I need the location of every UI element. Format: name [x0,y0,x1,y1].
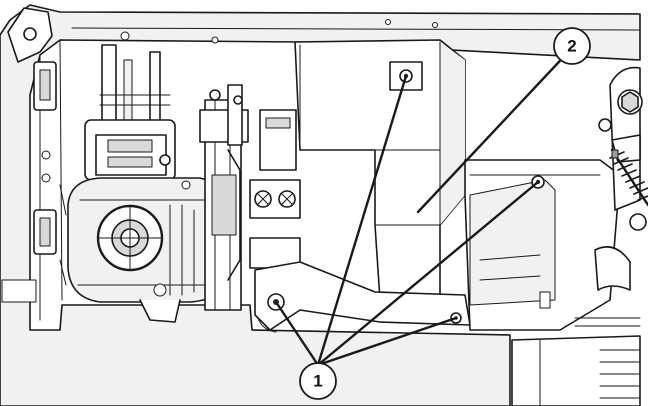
callout-2-leader [416,46,574,214]
gear-mechanism [59,44,233,323]
cover-plate [254,39,471,333]
spring-assembly [598,66,648,231]
base-unit [511,317,641,406]
callout-1-leaders [274,74,540,367]
center-linkage [181,84,249,311]
callout-1-label: 1 [313,372,322,391]
callout-1: 1 [299,362,337,400]
right-housing [450,159,631,331]
callout-2-label: 2 [567,37,576,56]
callout-2: 2 [553,27,591,65]
left-panel [1,61,57,303]
clamp-block [249,109,301,269]
